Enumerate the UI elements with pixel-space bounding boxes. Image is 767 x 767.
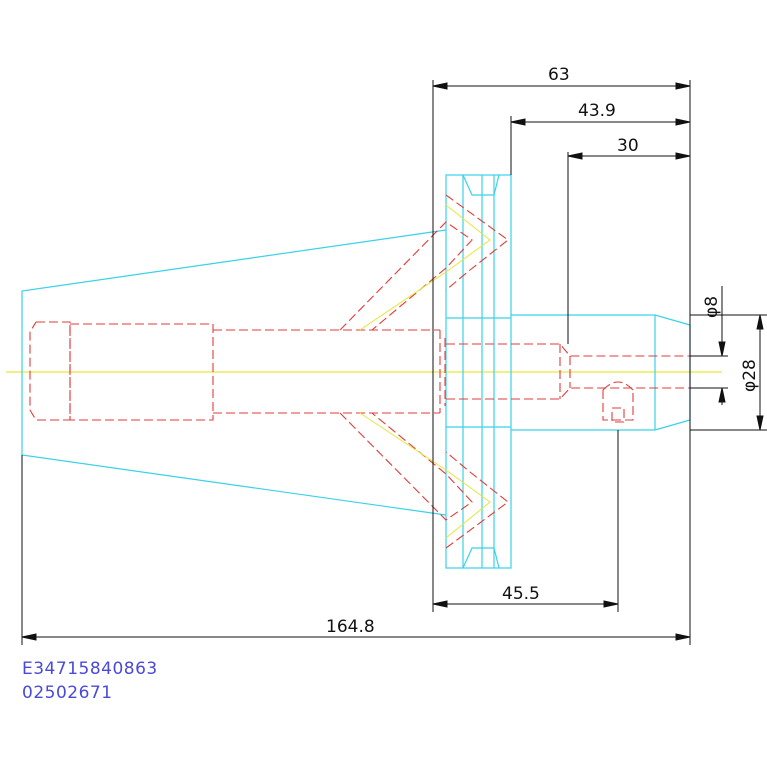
dim-63: 63 xyxy=(548,65,570,85)
dim-164-8: 164.8 xyxy=(326,617,375,637)
dimension-lines xyxy=(21,80,767,645)
dim-dia-28: φ28 xyxy=(740,359,760,392)
part-code-line-1: E34715840863 xyxy=(22,659,158,679)
part-code-line-2: 02502671 xyxy=(22,683,113,703)
tool-outline xyxy=(21,174,691,569)
dim-dia-8: φ8 xyxy=(702,296,722,318)
thread-lines xyxy=(359,204,491,539)
dim-43-9: 43.9 xyxy=(578,101,616,121)
dim-45-5: 45.5 xyxy=(502,584,540,604)
dim-30: 30 xyxy=(617,136,639,156)
